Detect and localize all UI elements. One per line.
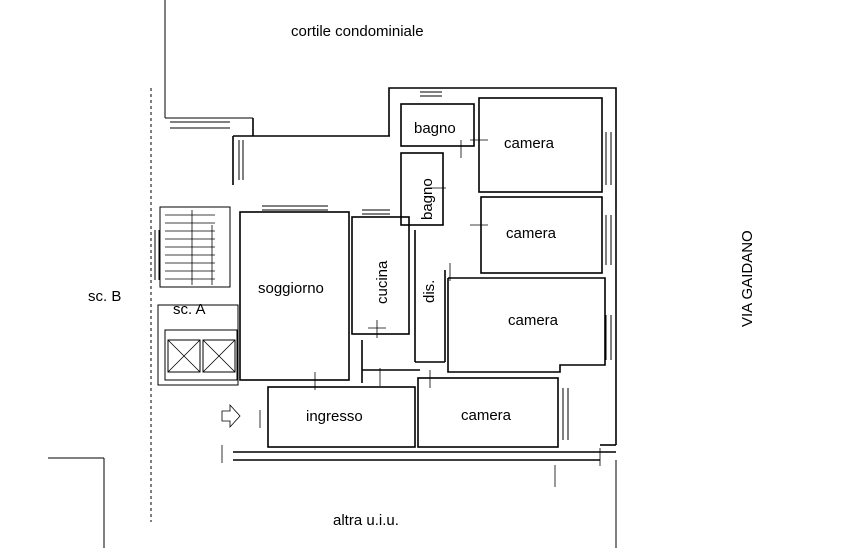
kitchen-label: cucina <box>374 260 391 304</box>
bedroom-bottom-walls <box>417 377 559 448</box>
bedroom-mid-walls <box>447 277 606 373</box>
courtyard-label: cortile condominiale <box>291 23 424 40</box>
property-boundaries <box>48 0 617 548</box>
living-room-walls <box>239 211 350 381</box>
street-label: VIA GAIDANO <box>739 230 756 327</box>
bath-one-walls <box>400 103 475 147</box>
kitchen-walls <box>351 216 410 335</box>
entrance-label: ingresso <box>306 408 363 425</box>
hallway-label: dis. <box>421 280 438 303</box>
bedroom-third-label: camera <box>508 312 559 329</box>
stair-a-label: sc. A <box>173 301 206 318</box>
bath-two-walls <box>400 152 444 226</box>
bath-one-label: bagno <box>414 120 456 137</box>
bedroom-second-walls <box>480 196 603 274</box>
staircase-a <box>157 206 239 386</box>
bath-two-label: bagno <box>419 178 436 220</box>
entrance-arrow-icon <box>221 403 241 429</box>
stair-b-label: sc. B <box>88 288 121 305</box>
bedroom-second-label: camera <box>506 225 557 242</box>
bedroom-first-label: camera <box>504 135 555 152</box>
bedroom-fourth-label: camera <box>461 407 512 424</box>
bedroom-first-walls <box>478 97 603 193</box>
entrance-walls <box>267 386 416 448</box>
outer-walls <box>232 87 617 461</box>
other-unit-label: altra u.i.u. <box>333 512 399 529</box>
windows <box>154 91 612 440</box>
hallway-walls <box>361 230 446 383</box>
door-marks <box>221 139 601 487</box>
living-room-label: soggiorno <box>258 280 324 297</box>
